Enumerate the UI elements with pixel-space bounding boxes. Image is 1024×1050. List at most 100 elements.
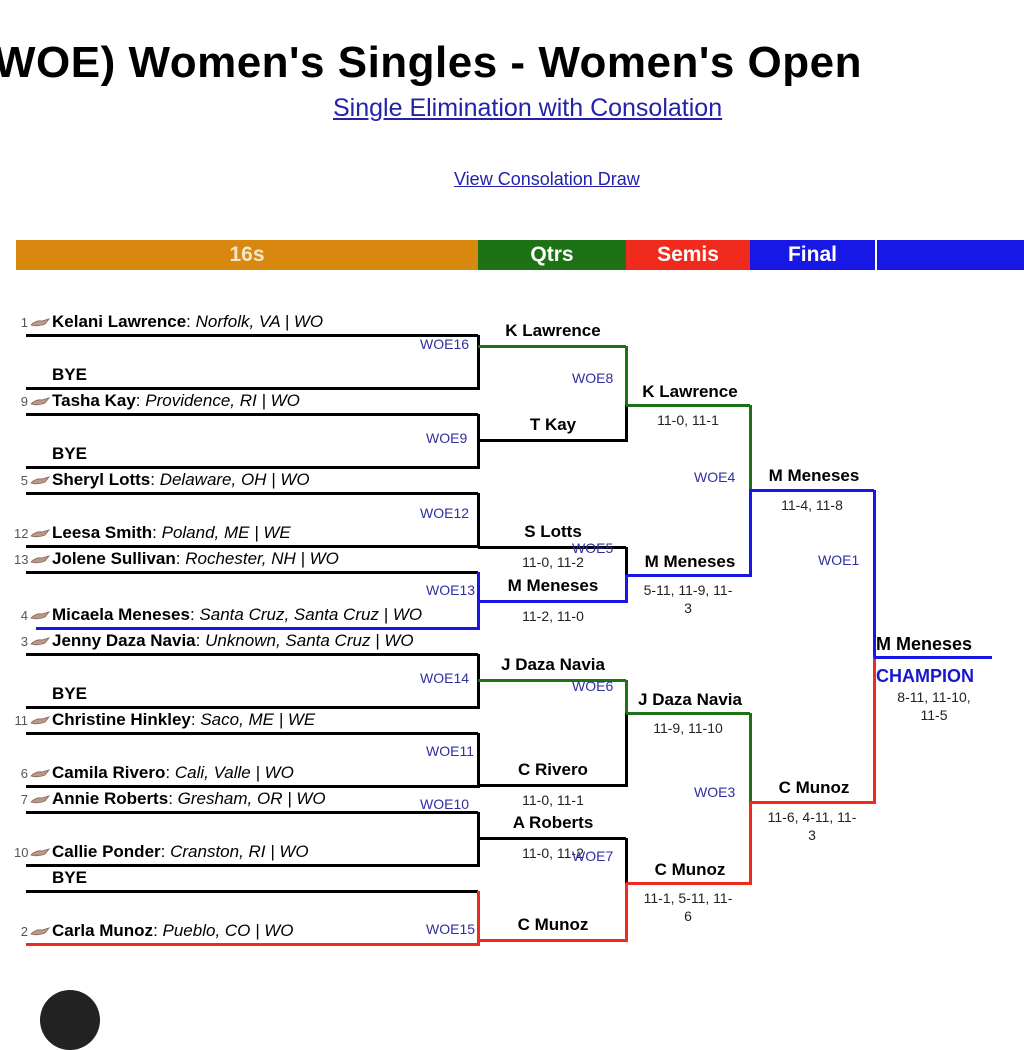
- player-location: Saco, ME | WE: [200, 710, 316, 729]
- winner-line: [478, 679, 626, 682]
- player-name[interactable]: Tasha Kay: [52, 391, 136, 410]
- match-connector: [477, 733, 480, 788]
- seed-number: 1: [20, 315, 28, 330]
- winner-name: T Kay: [529, 415, 577, 434]
- match-score: 5-11, 11-9, 11- 3: [643, 582, 733, 616]
- player-icon: [30, 768, 50, 777]
- entry-line: [26, 334, 478, 337]
- round-header-qtrs: Qtrs: [478, 240, 626, 270]
- match-score: 11-4, 11-8: [781, 497, 843, 513]
- player-name[interactable]: BYE: [52, 684, 87, 703]
- match-score: 11-0, 11-1: [657, 412, 719, 428]
- entry-line: [26, 785, 478, 788]
- player-icon: [30, 610, 50, 619]
- entry-line: [26, 864, 478, 867]
- round-header-champion: [875, 240, 1024, 270]
- player-location: Delaware, OH | WO: [159, 470, 310, 489]
- player-name[interactable]: Callie Ponder: [52, 842, 161, 861]
- player-icon: [30, 715, 50, 724]
- match-id: WOE4: [694, 469, 736, 485]
- player-name[interactable]: Annie Roberts: [52, 789, 169, 808]
- winner-name: C Munoz: [778, 778, 850, 797]
- player-location: Cali, Valle | WO: [174, 763, 294, 782]
- match-id: WOE11: [426, 743, 474, 759]
- player-name[interactable]: Jolene Sullivan: [52, 549, 176, 568]
- seed-number: 5: [20, 473, 28, 488]
- separator: :: [189, 605, 200, 624]
- match-connector: [749, 405, 752, 492]
- player-icon: [30, 317, 50, 326]
- match-id: WOE9: [426, 430, 468, 446]
- entry-line: [36, 627, 478, 630]
- match-id: WOE8: [572, 370, 614, 386]
- winner-name: M Meneses: [507, 576, 599, 595]
- player-icon: [30, 847, 50, 856]
- winner-name: M Meneses: [768, 466, 860, 485]
- seed-number: 10: [14, 845, 29, 860]
- separator: :: [152, 523, 162, 542]
- winner-name: J Daza Navia: [638, 690, 742, 709]
- separator: :: [153, 921, 163, 940]
- seed-number: 7: [20, 792, 28, 807]
- player-icon: [30, 636, 50, 645]
- consolation-draw-link[interactable]: View Consolation Draw: [454, 169, 640, 189]
- winner-line: [626, 712, 750, 715]
- player-name[interactable]: Sheryl Lotts: [52, 470, 151, 489]
- champion-name: M Meneses: [876, 634, 973, 654]
- match-score: 11-6, 4-11, 11- 3: [767, 809, 857, 843]
- player-icon: [30, 926, 50, 935]
- match-connector: [625, 680, 628, 715]
- match-id: WOE7: [572, 848, 614, 864]
- match-id: WOE13: [426, 582, 476, 598]
- player-name[interactable]: BYE: [52, 365, 87, 384]
- entry-line: [26, 890, 478, 893]
- match-id: WOE5: [572, 540, 614, 556]
- entry-line: [26, 413, 478, 416]
- player-name[interactable]: BYE: [52, 868, 87, 887]
- entry-line: [26, 653, 478, 656]
- match-connector: [625, 883, 628, 942]
- player-entry: 3 Jenny Daza Navia: Unknown, Santa Cruz |…: [14, 631, 414, 651]
- player-name[interactable]: BYE: [52, 444, 87, 463]
- match-id: WOE15: [426, 921, 476, 937]
- player-name[interactable]: Kelani Lawrence: [52, 312, 187, 331]
- seed-number: 4: [20, 608, 28, 623]
- player-name[interactable]: Camila Rivero: [52, 763, 166, 782]
- draw-type-link[interactable]: Single Elimination with Consolation: [333, 94, 723, 122]
- champion-label: CHAMPION: [876, 666, 974, 686]
- winner-line: [478, 837, 626, 840]
- match-id: WOE3: [694, 784, 736, 800]
- player-icon: [30, 528, 50, 537]
- separator: :: [168, 789, 178, 808]
- entry-line: [26, 387, 478, 390]
- seed-number: 3: [20, 634, 28, 649]
- match-id: WOE10: [420, 796, 470, 812]
- player-name[interactable]: Micaela Meneses: [52, 605, 190, 624]
- seed-number: 6: [20, 766, 28, 781]
- player-name[interactable]: Christine Hinkley: [52, 710, 191, 729]
- seed-number: 11: [14, 713, 29, 728]
- match-id: WOE16: [420, 336, 470, 352]
- match-connector: [749, 802, 752, 885]
- player-name[interactable]: Jenny Daza Navia: [52, 631, 196, 650]
- bye-entry: BYE: [52, 365, 87, 385]
- match-id: WOE12: [420, 505, 470, 521]
- match-connector: [625, 713, 628, 787]
- winner-name: S Lotts: [524, 522, 582, 541]
- separator: :: [195, 631, 206, 650]
- match-connector: [873, 657, 876, 804]
- player-location: Rochester, NH | WO: [185, 549, 339, 568]
- match-connector: [477, 891, 480, 946]
- match-connector: [477, 335, 480, 390]
- player-icon: [30, 475, 50, 484]
- player-name[interactable]: Carla Munoz: [52, 921, 154, 940]
- player-location: Unknown, Santa Cruz | WO: [205, 631, 414, 650]
- player-name[interactable]: Leesa Smith: [52, 523, 153, 542]
- entry-line: [26, 706, 478, 709]
